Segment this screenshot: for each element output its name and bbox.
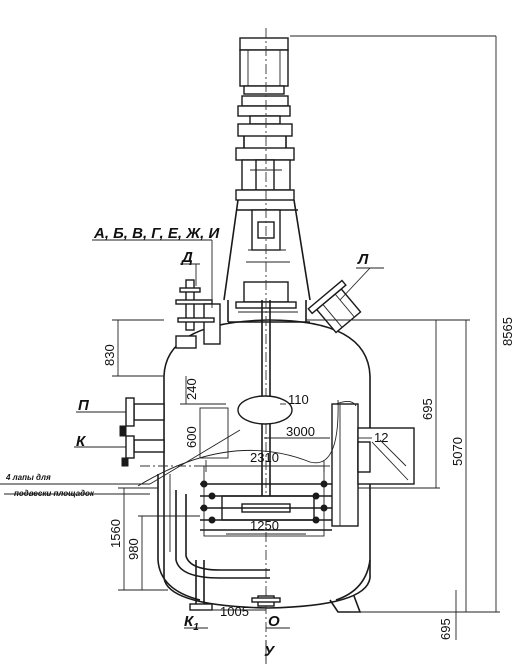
nozzles (119, 279, 415, 611)
dim-5070: 5070 (450, 437, 465, 466)
label-d: Д (180, 249, 193, 266)
dim-240: 240 (184, 378, 199, 400)
note-line-1: 4 лапы для (5, 473, 51, 482)
label-k1-sub: 1 (193, 622, 199, 633)
label-o: О (268, 613, 280, 630)
dimension-lines (112, 35, 500, 640)
dim-8565: 8565 (500, 317, 515, 346)
label-nozzles-top: А, Б, В, Г, Е, Ж, И (93, 225, 220, 242)
leader-lines (0, 239, 384, 629)
coil (200, 480, 332, 531)
dim-1560: 1560 (108, 519, 123, 548)
label-p: П (78, 397, 90, 414)
dim-3000: 3000 (286, 424, 315, 439)
dim-12: 12 (374, 430, 388, 445)
dim-830: 830 (102, 344, 117, 366)
note-line-2: подвески площадок (14, 489, 95, 498)
vessel-internals (137, 28, 396, 660)
dimension-texts: 8565 830 240 110 695 3000 12 600 2310 50… (102, 317, 515, 640)
dim-980: 980 (126, 538, 141, 560)
label-k1-main: К (184, 613, 195, 630)
dim-110: 110 (288, 392, 309, 407)
dim-600: 600 (184, 426, 199, 448)
label-k: К (76, 433, 87, 450)
label-u: У (264, 643, 276, 660)
label-l: Л (357, 251, 369, 268)
dim-695-right: 695 (420, 398, 435, 420)
drive-assembly (223, 37, 311, 322)
label-k1: К1 (184, 613, 199, 633)
dim-1005: 1005 (220, 604, 249, 619)
dim-695-bottom: 695 (438, 618, 453, 640)
dim-1250: 1250 (250, 518, 279, 533)
labels: А, Б, В, Г, Е, Ж, И Д Л П К К1 О У 4 лап… (5, 225, 369, 660)
dim-2310: 2310 (250, 450, 279, 465)
